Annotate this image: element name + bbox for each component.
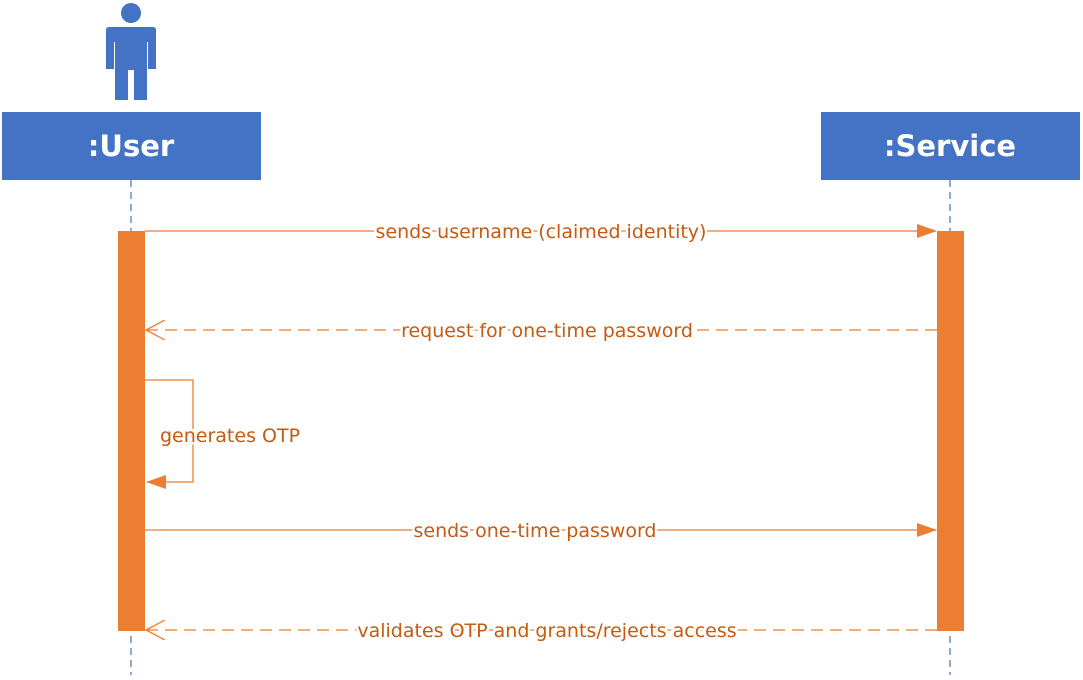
participant-user-label: :User xyxy=(88,129,175,163)
message-label: sends one-time password xyxy=(413,520,656,542)
message-sends-otp: sends one-time password xyxy=(145,518,937,545)
message-sends-username: sends username (claimed identity) xyxy=(145,219,937,246)
user-activation-bar xyxy=(118,231,145,631)
participant-service: :Service xyxy=(821,112,1080,180)
participant-service-label: :Service xyxy=(884,129,1016,163)
actor-icon xyxy=(106,3,156,100)
message-label: generates OTP xyxy=(160,425,300,447)
message-label: sends username (claimed identity) xyxy=(376,221,707,243)
message-label: validates OTP and grants/rejects access xyxy=(357,620,736,642)
service-activation-bar xyxy=(937,231,964,631)
message-validates-otp: validates OTP and grants/rejects access xyxy=(146,618,937,645)
message-label: request for one-time password xyxy=(401,320,693,342)
message-generates-otp: generates OTP xyxy=(145,379,303,489)
message-request-otp: request for one-time password xyxy=(146,318,937,345)
participant-user: :User xyxy=(2,112,261,180)
